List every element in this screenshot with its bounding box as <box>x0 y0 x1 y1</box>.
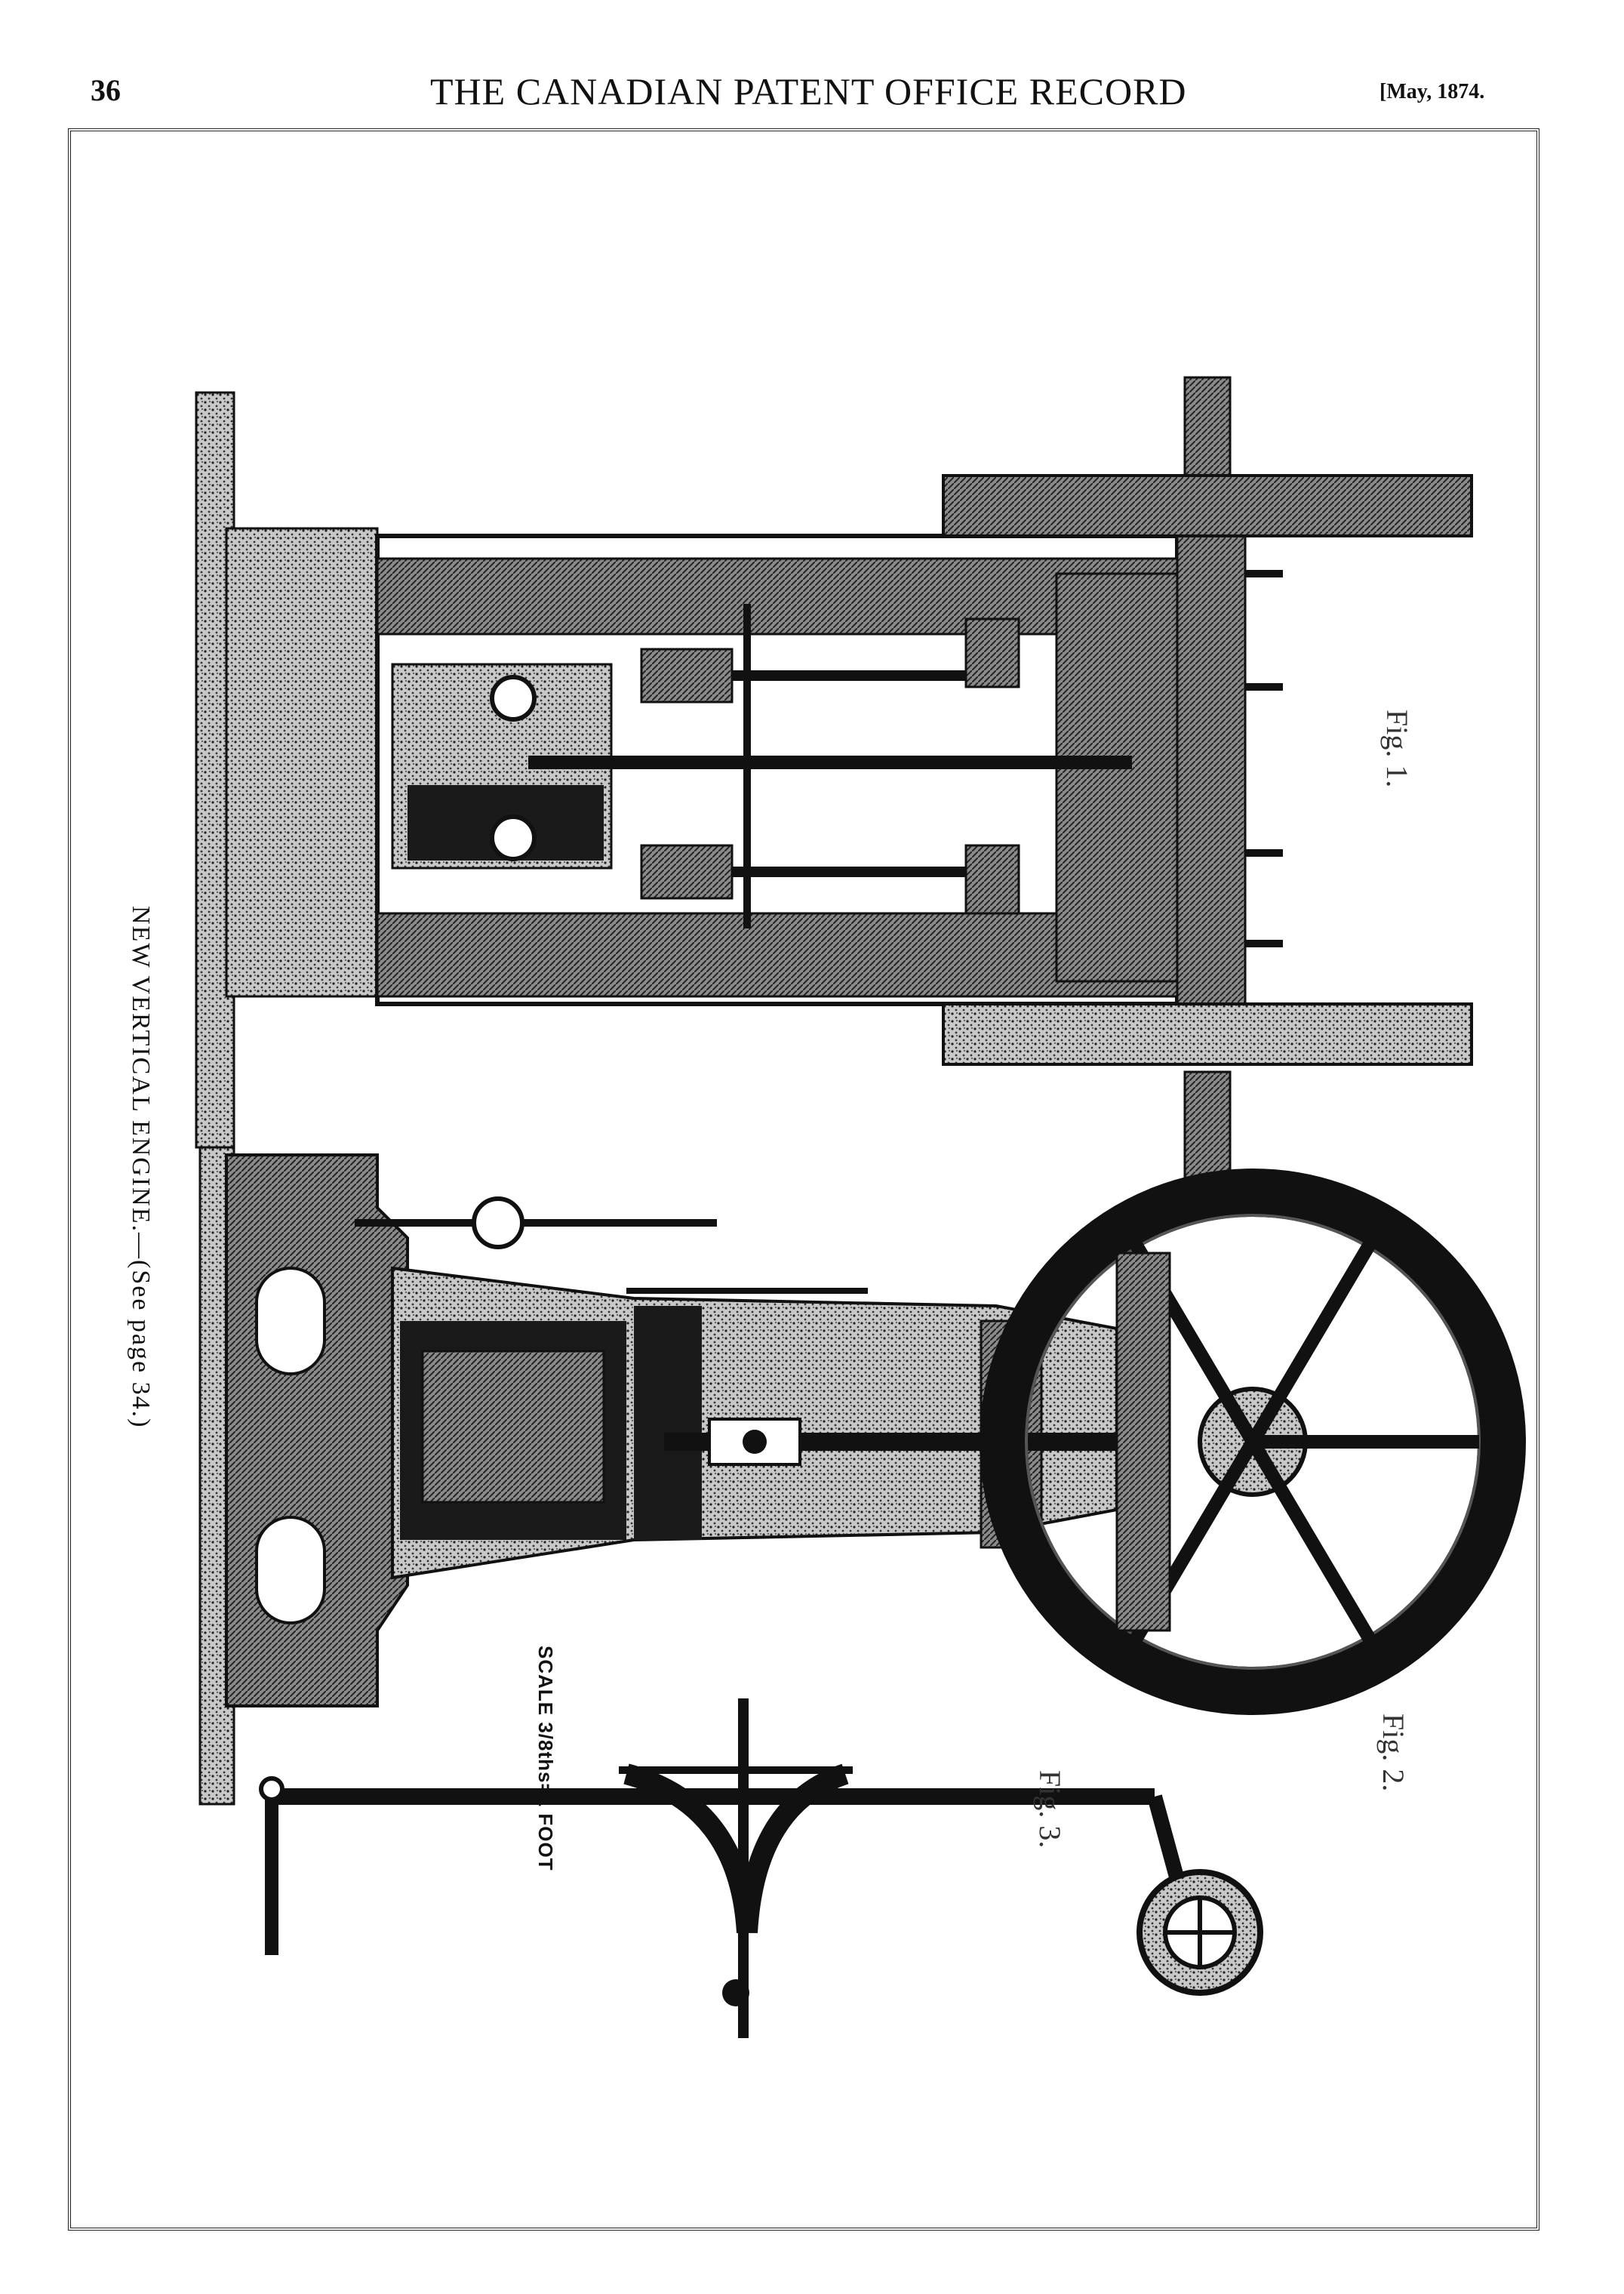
figure-2-label: Fig. 2. <box>1376 1714 1411 1791</box>
plate-caption: NEW VERTICAL ENGINE.—(See page 34.) <box>126 906 155 1428</box>
figure-1-drawing <box>196 377 1472 1178</box>
figure-3-label: Fig. 3. <box>1032 1770 1068 1848</box>
scale-note: SCALE 3/8ths=1 FOOT <box>534 1646 557 1871</box>
figure-3-drawing <box>261 1698 1260 2038</box>
figure-2-drawing <box>200 1147 1502 1804</box>
figure-1-label: Fig. 1. <box>1379 710 1415 787</box>
